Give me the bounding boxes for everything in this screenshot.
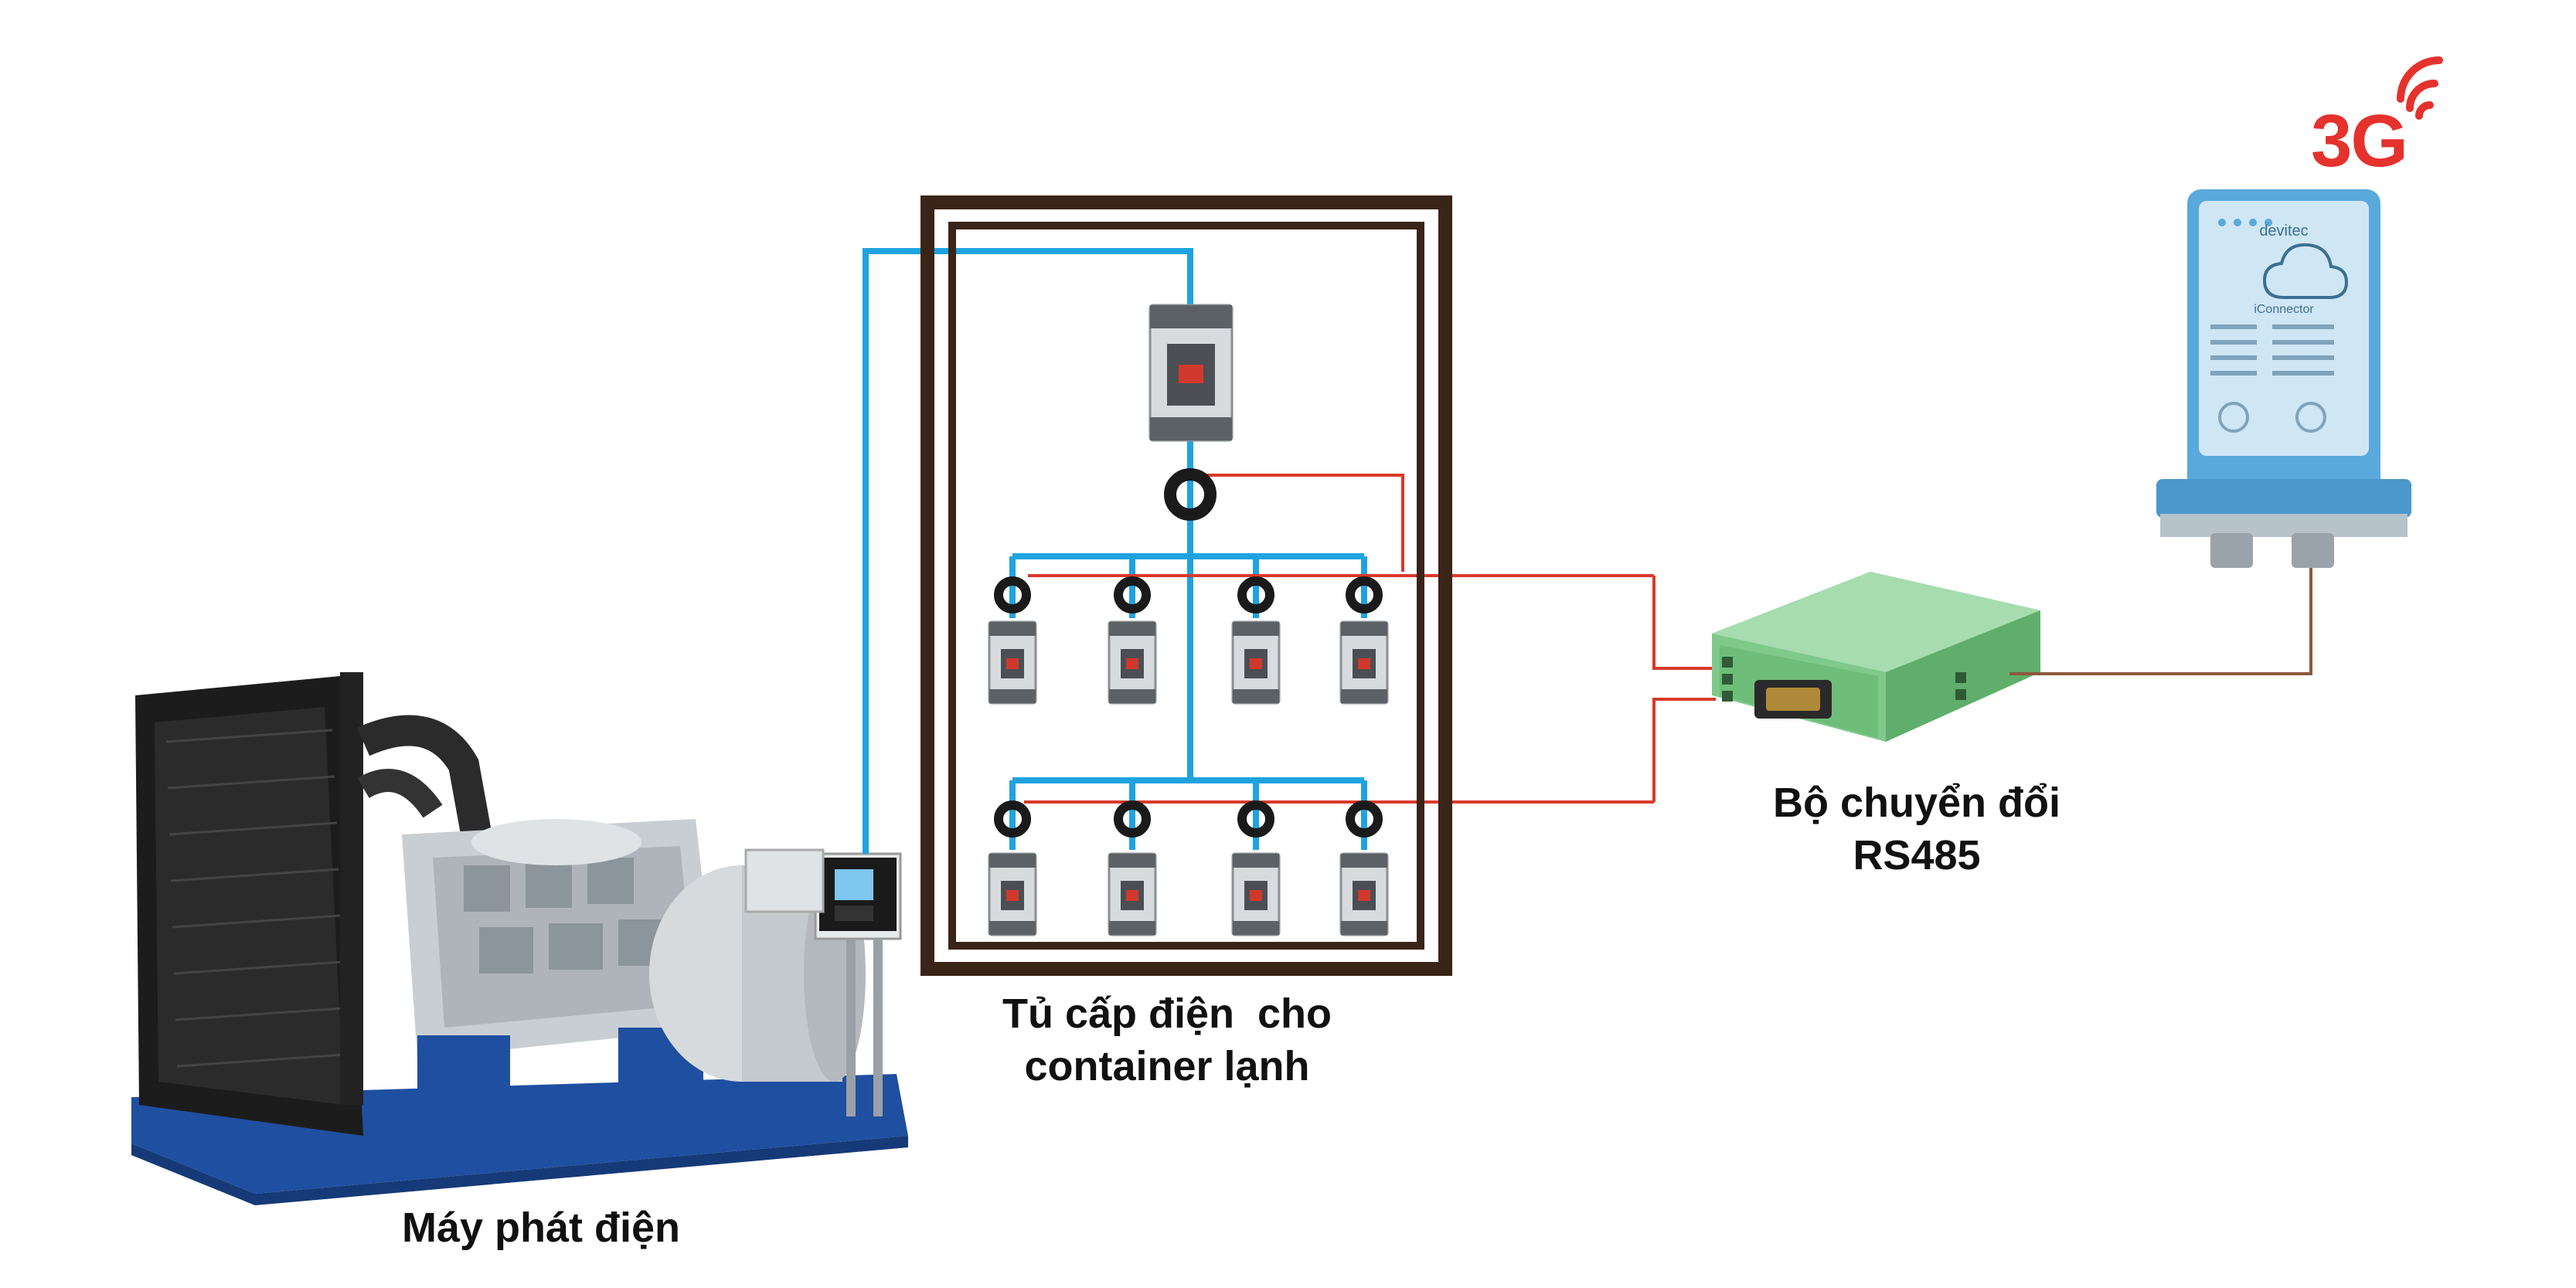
cabinet-label: Tủ cấp điện cho container lạnh: [951, 987, 1383, 1093]
main-breaker: [1148, 304, 1234, 442]
rs485-converter: [1712, 572, 2040, 742]
signal-wires: [1024, 474, 1716, 804]
cabinet-label-line-1: Tủ cấp điện cho: [1002, 991, 1332, 1037]
breaker-1-1: [988, 576, 1037, 705]
converter-label-line-2: RS485: [1853, 832, 1981, 878]
breaker-2-3: [1231, 800, 1281, 936]
breaker-1-2: [1108, 576, 1157, 705]
cabinet-label-line-2: container lạnh: [1024, 1043, 1310, 1089]
breaker-2-1: [988, 800, 1037, 936]
comm-wire: [2009, 564, 2312, 675]
network-3g-label: 3G: [2311, 100, 2408, 182]
iconnector-device: devitec iConnector: [2156, 189, 2411, 568]
breaker-1-4: [1339, 576, 1389, 705]
breaker-1-3: [1231, 576, 1281, 705]
power-bus-wires: [863, 248, 1367, 854]
converter-label: Bộ chuyển đổi RS485: [1700, 777, 2133, 882]
breaker-2-2: [1108, 800, 1157, 936]
iconnector-brand: devitec: [2259, 223, 2308, 240]
generator-label: Máy phát điện: [325, 1201, 757, 1254]
converter-label-line-1: Bộ chuyển đổi: [1772, 780, 2060, 826]
generator-image: [131, 672, 908, 1205]
breaker-2-4: [1339, 800, 1389, 936]
branch-breakers-row-1: [988, 576, 1389, 705]
generator-label-text: Máy phát điện: [401, 1205, 681, 1251]
power-cabinet: [920, 195, 1452, 976]
main-current-transformer: [1164, 468, 1217, 521]
iconnector-name: iConnector: [2254, 303, 2314, 316]
branch-breakers-row-2: [988, 800, 1389, 936]
signal-icon: [2397, 56, 2443, 120]
